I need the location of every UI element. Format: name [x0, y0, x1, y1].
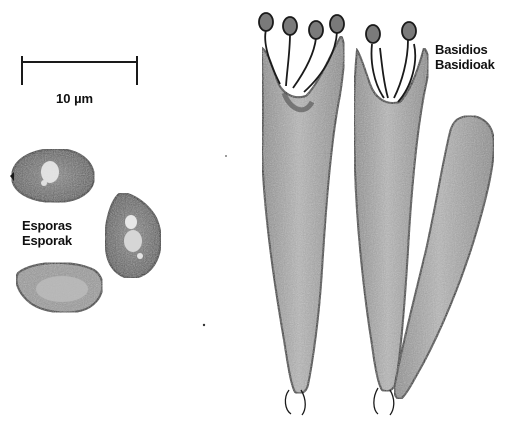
scale-bar-label: 10 µm: [56, 92, 93, 106]
scale-bar: [22, 56, 137, 85]
spores-label-eu: Esporak: [22, 234, 72, 248]
basidia-label-eu: Basidioak: [435, 58, 495, 72]
spores-label-es: Esporas: [22, 219, 72, 233]
spore-3: [16, 263, 102, 313]
basidium-1: [259, 13, 344, 415]
spore-2: [105, 193, 160, 278]
speck: [203, 324, 205, 326]
speck: [225, 155, 227, 157]
basidia-label-es: Basidios: [435, 43, 488, 57]
spore-1: [10, 149, 94, 202]
